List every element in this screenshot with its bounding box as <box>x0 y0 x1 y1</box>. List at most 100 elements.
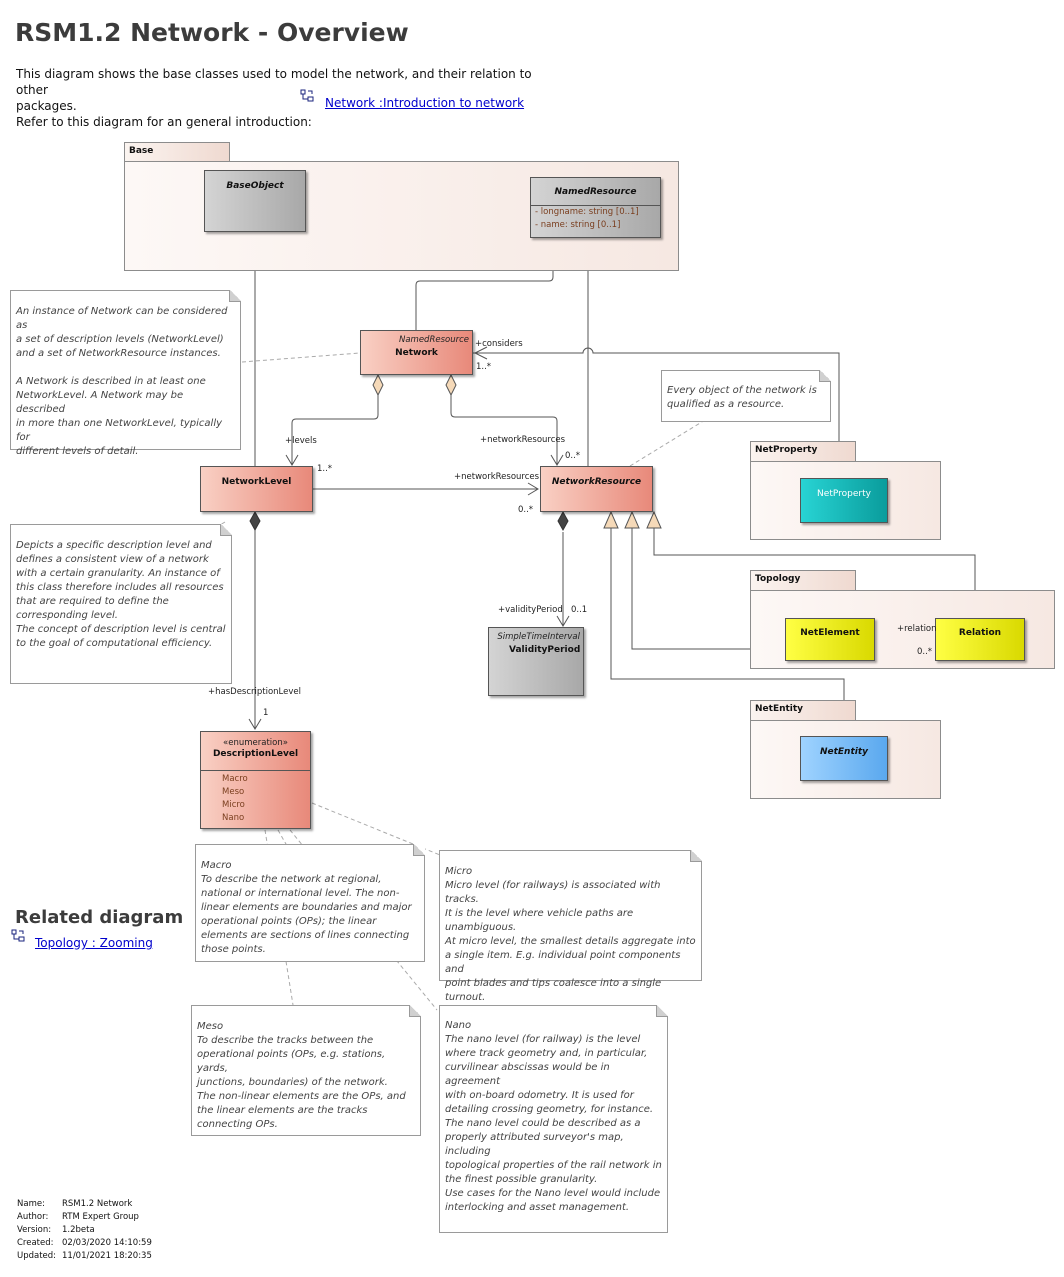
note-line: properly attributed surveyor's map, incl… <box>445 1132 624 1157</box>
intro-diagram-link[interactable]: Network :Introduction to network <box>325 96 525 110</box>
note-line: Every object of the network is <box>667 385 817 396</box>
label-networkresources-2: +networkResources <box>454 472 540 482</box>
class-baseobject[interactable]: BaseObject <box>204 170 306 232</box>
diagram-link-icon[interactable] <box>11 929 25 943</box>
class-name: BaseObject <box>226 181 284 191</box>
related-diagram-title: Related diagram <box>15 907 184 928</box>
label-considers: +considers <box>475 339 523 349</box>
note-nano: Nano The nano level (for railway) is the… <box>439 1005 668 1233</box>
class-netentity[interactable]: NetEntity <box>800 736 888 781</box>
meta-value: RTM Expert Group <box>62 1212 139 1222</box>
note-line: operational points (OPs); the linear <box>201 916 377 927</box>
note-line: curvilinear abscissas would be in agreem… <box>445 1062 610 1087</box>
label-levels-mult: 1..* <box>317 464 333 474</box>
class-name: Network <box>395 348 438 358</box>
note-line: Micro <box>445 866 473 877</box>
note-line: To describe the network at regional, <box>201 874 382 885</box>
note-line: The nano level could be described as a <box>445 1118 641 1129</box>
class-name: NetworkResource <box>551 477 642 487</box>
label-relation: +relation <box>897 624 937 634</box>
note-line: unambiguous. <box>445 922 517 933</box>
enum-literals: Macro Meso Micro Nano <box>201 770 310 825</box>
class-stereotype: NamedResource <box>398 335 469 345</box>
note-line: The non-linear elements are the OPs, and <box>197 1091 406 1102</box>
class-name: NamedResource <box>554 187 637 197</box>
label-validityperiod-mult: 0..1 <box>571 605 588 615</box>
class-name: NetworkLevel <box>221 477 292 487</box>
class-attributes: - longname: string [0..1] - name: string… <box>531 205 660 232</box>
intro-line-2: packages. <box>16 99 77 113</box>
class-validityperiod[interactable]: SimpleTimeInterval ValidityPeriod <box>488 627 584 696</box>
label-validityperiod: +validityPeriod <box>498 605 563 615</box>
class-stereotype: «enumeration» <box>223 738 288 748</box>
note-meso: Meso To describe the tracks between the … <box>191 1005 421 1136</box>
meta-value: 1.2beta <box>62 1225 95 1235</box>
note-line: defines a consistent view of a network <box>16 554 209 565</box>
note-line <box>16 361 235 375</box>
meta-value: 02/03/2020 14:10:59 <box>62 1238 152 1248</box>
note-line: elements are sections of lines connectin… <box>201 930 410 941</box>
class-descriptionlevel[interactable]: «enumeration» DescriptionLevel Macro Mes… <box>200 731 311 829</box>
diagram-metadata: Name: RSM1.2 Network Author: RTM Expert Gr… <box>17 1198 152 1263</box>
class-networkresource[interactable]: NetworkResource <box>540 466 653 512</box>
package-netentity-tab: NetEntity <box>750 700 856 721</box>
note-line: Depicts a specific description level and <box>16 540 212 551</box>
note-fold-icon <box>409 1005 421 1017</box>
meta-value: 11/01/2021 18:20:35 <box>62 1251 152 1261</box>
intro-line-3: Refer to this diagram for an general int… <box>16 115 312 129</box>
note-line: It is the level where vehicle paths are <box>445 908 634 919</box>
class-netelement[interactable]: NetElement <box>785 618 875 661</box>
note-macro: Macro To describe the network at regiona… <box>195 844 425 962</box>
note-line: Nano <box>445 1020 472 1031</box>
note-networklevel: Depicts a specific description level and… <box>10 524 232 684</box>
related-diagram-link[interactable]: Topology : Zooming <box>35 936 153 950</box>
meta-key: Name: <box>17 1199 45 1209</box>
note-line: with a certain granularity. An instance … <box>16 568 220 579</box>
meta-key: Updated: <box>17 1251 57 1261</box>
note-line: An instance of Network can be considered… <box>16 306 228 331</box>
literal-meso: Meso <box>222 787 245 797</box>
label-relation-mult: 0..* <box>917 647 933 657</box>
class-netproperty[interactable]: NetProperty <box>800 478 888 523</box>
note-line: connecting OPs. <box>197 1119 278 1130</box>
class-networklevel[interactable]: NetworkLevel <box>200 466 313 512</box>
class-relation[interactable]: Relation <box>935 618 1025 661</box>
meta-value: RSM1.2 Network <box>62 1199 133 1209</box>
note-line: At micro level, the smallest details agg… <box>445 936 696 947</box>
note-line: a single item. E.g. individual point com… <box>445 950 681 975</box>
label-considers-mult: 1..* <box>476 362 492 372</box>
attribute-longname: - longname: string [0..1] <box>535 207 639 217</box>
note-line: to the goal of computational efficiency. <box>16 638 213 649</box>
note-line: The nano level (for railway) is the leve… <box>445 1034 641 1045</box>
class-name: NetElement <box>800 628 860 638</box>
meta-key: Created: <box>17 1238 54 1248</box>
label-networkresources-1: +networkResources <box>480 435 566 445</box>
note-line: and a set of NetworkResource instances. <box>16 348 221 359</box>
note-line: To describe the tracks between the <box>197 1035 374 1046</box>
class-network[interactable]: NamedResource Network <box>360 330 473 375</box>
package-base-tab: Base <box>124 142 230 162</box>
class-name: ValidityPeriod <box>509 645 581 655</box>
literal-nano: Nano <box>222 813 245 823</box>
meta-key: Author: <box>17 1212 49 1222</box>
label-hasdescriptionlevel: +hasDescriptionLevel <box>208 687 301 697</box>
note-line: topological properties of the rail netwo… <box>445 1160 662 1171</box>
note-line: in more than one NetworkLevel, typically… <box>16 418 223 443</box>
note-line: national or international level. The non… <box>201 888 400 899</box>
note-line: different levels of detail. <box>16 446 139 457</box>
label-networkresources-1-mult: 0..* <box>565 451 581 461</box>
note-line: Micro level (for railways) is associated… <box>445 880 661 905</box>
label-levels: +levels <box>285 436 317 446</box>
note-micro: Micro Micro level (for railways) is asso… <box>439 850 702 1003</box>
note-fold-icon <box>819 370 831 382</box>
diagram-link-icon[interactable] <box>300 89 314 103</box>
note-line: linear elements are boundaries and major <box>201 902 412 913</box>
class-namedresource[interactable]: NamedResource - longname: string [0..1] … <box>530 177 661 238</box>
note-line: junctions, boundaries) of the network. <box>197 1077 388 1088</box>
note-line: where track geometry and, in particular, <box>445 1048 648 1059</box>
intro-line-1: This diagram shows the base classes used… <box>16 67 532 97</box>
package-topology-tab: Topology <box>750 570 856 591</box>
note-line: with on-board odometry. It is used for <box>445 1090 634 1101</box>
note-line: Macro <box>201 860 232 871</box>
class-name: NetEntity <box>819 747 869 757</box>
